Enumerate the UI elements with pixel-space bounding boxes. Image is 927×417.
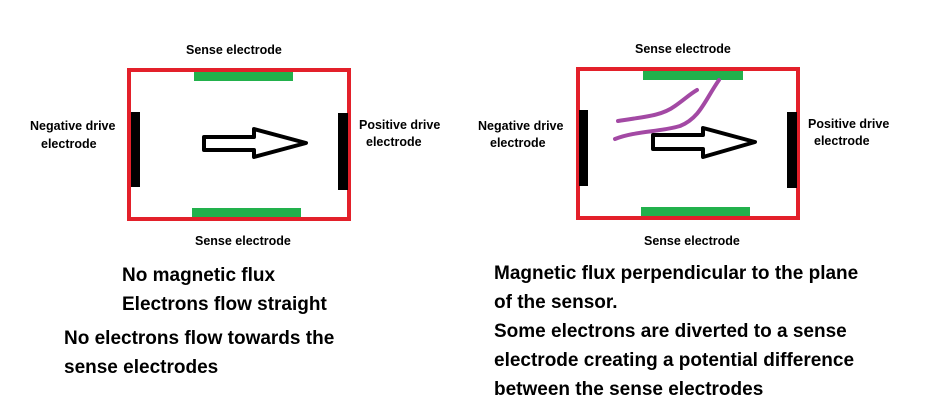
- panel-no-field: [127, 68, 351, 221]
- label-sense-electrode-bottom: Sense electrode: [644, 234, 740, 248]
- negative-drive-electrode: [579, 110, 588, 186]
- electron-path-diverted: [613, 78, 721, 141]
- caption-line: between the sense electrodes: [494, 379, 764, 400]
- sense-electrode-top: [643, 71, 743, 80]
- label-positive-drive-2: electrode: [814, 134, 870, 148]
- label-negative-drive-2: electrode: [490, 136, 546, 150]
- caption-line: Electrons flow straight: [122, 294, 327, 315]
- label-positive-drive: Positive drive: [808, 117, 890, 131]
- sense-electrode-top: [194, 72, 293, 81]
- caption-line: No electrons flow towards the: [64, 328, 335, 349]
- label-sense-electrode-top: Sense electrode: [186, 43, 282, 57]
- positive-drive-electrode: [787, 112, 797, 188]
- negative-drive-electrode: [131, 112, 140, 187]
- label-positive-drive: Positive drive: [359, 118, 441, 132]
- caption-line: No magnetic flux: [122, 265, 276, 286]
- sense-electrode-bottom: [192, 208, 301, 217]
- positive-drive-electrode: [338, 113, 348, 190]
- caption-line: sense electrodes: [64, 357, 219, 378]
- panel-with-field: [576, 67, 800, 220]
- caption-line: Magnetic flux perpendicular to the plane: [494, 263, 859, 284]
- sensor-frame: [576, 67, 800, 220]
- caption-line: electrode creating a potential differenc…: [494, 350, 855, 371]
- sensor-frame: [127, 68, 351, 221]
- caption-line: of the sensor.: [494, 292, 618, 313]
- current-direction-arrow-icon: [651, 126, 757, 159]
- electron-path-diverted: [616, 88, 699, 123]
- current-direction-arrow-icon: [202, 127, 308, 159]
- label-sense-electrode-top: Sense electrode: [635, 42, 731, 56]
- label-positive-drive-2: electrode: [366, 135, 422, 149]
- label-negative-drive-2: electrode: [41, 137, 97, 151]
- sense-electrode-bottom: [641, 207, 750, 216]
- caption-line: Some electrons are diverted to a sense: [494, 321, 847, 342]
- label-negative-drive: Negative drive: [478, 119, 564, 133]
- label-negative-drive: Negative drive: [30, 119, 116, 133]
- label-sense-electrode-bottom: Sense electrode: [195, 234, 291, 248]
